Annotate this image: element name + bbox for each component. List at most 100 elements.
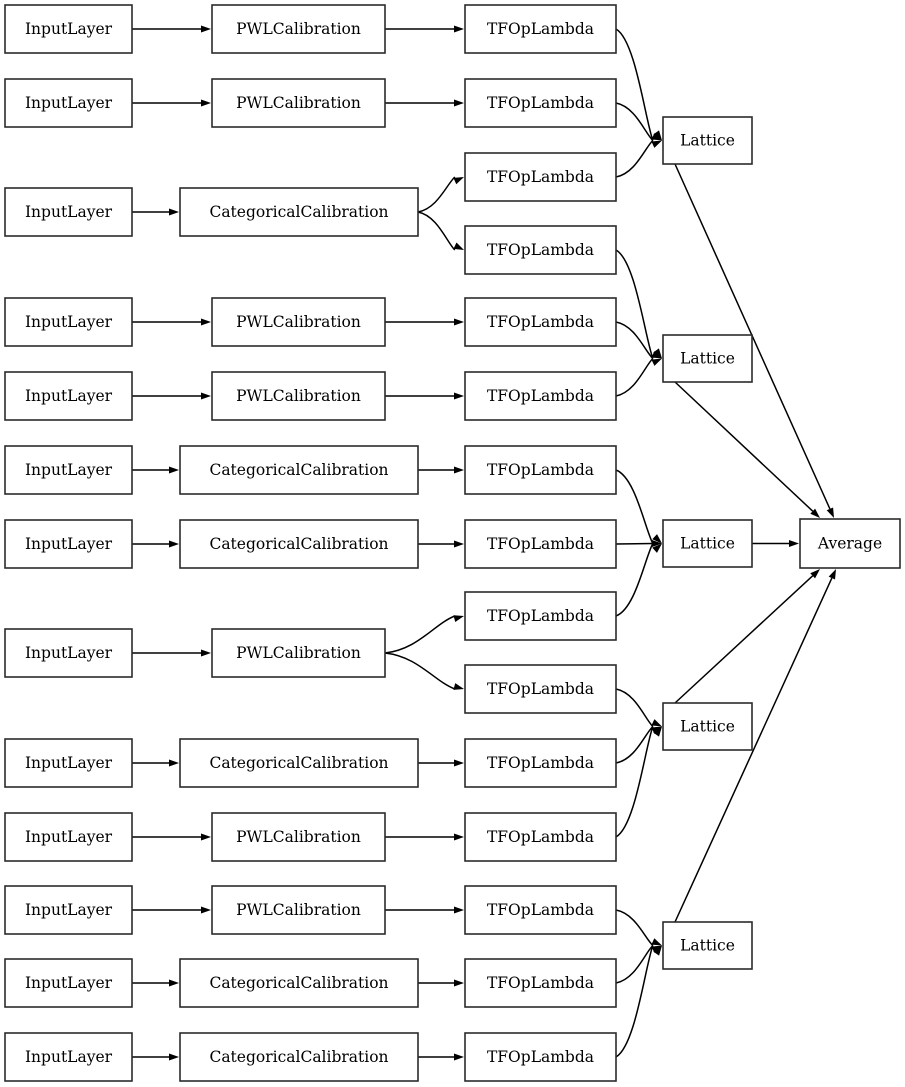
edge-in5-to-cal5: [132, 392, 211, 400]
node-box: [4, 1032, 133, 1082]
node-input-layer-in1[interactable]: InputLayer: [4, 4, 133, 54]
node-input-layer-in11[interactable]: InputLayer: [4, 885, 133, 935]
arrow-head-icon: [789, 540, 799, 547]
node-pwlcalibration-cal10[interactable]: PWLCalibration: [211, 812, 386, 862]
node-input-layer-in8[interactable]: InputLayer: [4, 628, 133, 678]
node-tfop-lambda-op5[interactable]: TFOpLambda: [464, 297, 617, 347]
edge-line: [674, 381, 814, 512]
node-tfop-lambda-op3[interactable]: TFOpLambda: [464, 152, 617, 202]
node-pwlcalibration-cal11[interactable]: PWLCalibration: [211, 885, 386, 935]
edge-line: [615, 28, 654, 141]
node-tfop-lambda-op8[interactable]: TFOpLambda: [464, 519, 617, 569]
edge-in4-to-cal4: [132, 318, 211, 326]
arrow-head-icon: [169, 466, 179, 474]
node-input-layer-in2[interactable]: InputLayer: [4, 78, 133, 128]
node-label: TFOpLambda: [487, 680, 594, 698]
node-lattice-lat5[interactable]: Lattice: [662, 921, 753, 970]
arrow-head-icon: [651, 945, 662, 953]
node-label: InputLayer: [25, 313, 113, 331]
node-box: [464, 885, 617, 935]
edge-op7-to-lat3: [615, 469, 662, 544]
node-input-layer-in9[interactable]: InputLayer: [4, 738, 133, 788]
node-categorical-calibration-cal7[interactable]: CategoricalCalibration: [179, 519, 419, 569]
node-pwlcalibration-cal2[interactable]: PWLCalibration: [211, 78, 386, 128]
node-tfop-lambda-op14[interactable]: TFOpLambda: [464, 958, 617, 1008]
arrow-head-icon: [201, 99, 211, 107]
node-box: [464, 664, 617, 714]
node-tfop-lambda-op1[interactable]: TFOpLambda: [464, 4, 617, 54]
node-label: PWLCalibration: [236, 828, 361, 846]
node-box: [4, 738, 133, 788]
node-tfop-lambda-op2[interactable]: TFOpLambda: [464, 78, 617, 128]
arrow-head-icon: [652, 534, 662, 544]
node-label: PWLCalibration: [236, 94, 361, 112]
edge-cal3-to-op4: [417, 211, 464, 251]
node-lattice-lat1[interactable]: Lattice: [662, 116, 753, 165]
arrow-head-icon: [453, 683, 464, 690]
node-tfop-lambda-op9[interactable]: TFOpLambda: [464, 591, 617, 641]
node-input-layer-in4[interactable]: InputLayer: [4, 297, 133, 347]
edge-cal9-to-op11: [418, 759, 464, 767]
edge-cal1-to-op1: [385, 25, 464, 33]
node-box: [211, 297, 386, 347]
arrow-head-icon: [201, 392, 211, 400]
nodes-layer: InputLayerInputLayerInputLayerInputLayer…: [4, 4, 901, 1082]
arrow-head-icon: [454, 1053, 464, 1061]
node-categorical-calibration-cal13[interactable]: CategoricalCalibration: [179, 1032, 419, 1082]
arrow-head-icon: [653, 726, 662, 737]
arrow-head-icon: [651, 938, 662, 946]
node-tfop-lambda-op10[interactable]: TFOpLambda: [464, 664, 617, 714]
node-input-layer-in3[interactable]: InputLayer: [4, 187, 133, 237]
node-input-layer-in13[interactable]: InputLayer: [4, 1032, 133, 1082]
node-box: [464, 738, 617, 788]
node-label: TFOpLambda: [487, 1048, 594, 1066]
edge-line: [615, 945, 654, 1058]
node-lattice-lat3[interactable]: Lattice: [662, 519, 753, 568]
node-label: InputLayer: [25, 754, 113, 772]
node-tfop-lambda-op11[interactable]: TFOpLambda: [464, 738, 617, 788]
node-box: [464, 78, 617, 128]
edge-line: [384, 652, 456, 690]
node-input-layer-in12[interactable]: InputLayer: [4, 958, 133, 1008]
node-box: [211, 4, 386, 54]
node-tfop-lambda-op7[interactable]: TFOpLambda: [464, 445, 617, 495]
node-tfop-lambda-op13[interactable]: TFOpLambda: [464, 885, 617, 935]
node-box: [4, 958, 133, 1008]
arrow-head-icon: [169, 979, 179, 987]
node-pwlcalibration-cal5[interactable]: PWLCalibration: [211, 371, 386, 421]
node-tfop-lambda-op12[interactable]: TFOpLambda: [464, 812, 617, 862]
edge-cal7-to-op8: [418, 540, 464, 548]
edge-op5-to-lat2: [615, 321, 662, 360]
edge-op14-to-lat5: [615, 944, 662, 984]
node-input-layer-in6[interactable]: InputLayer: [4, 445, 133, 495]
node-box: [662, 921, 753, 970]
node-box: [211, 78, 386, 128]
node-categorical-calibration-cal12[interactable]: CategoricalCalibration: [179, 958, 419, 1008]
edge-op1-to-lat1: [615, 28, 662, 141]
node-pwlcalibration-cal4[interactable]: PWLCalibration: [211, 297, 386, 347]
node-label: TFOpLambda: [487, 828, 594, 846]
edge-cal11-to-op13: [385, 906, 464, 914]
node-categorical-calibration-cal6[interactable]: CategoricalCalibration: [179, 445, 419, 495]
node-tfop-lambda-op4[interactable]: TFOpLambda: [464, 225, 617, 275]
node-input-layer-in5[interactable]: InputLayer: [4, 371, 133, 421]
node-input-layer-in10[interactable]: InputLayer: [4, 812, 133, 862]
node-tfop-lambda-op6[interactable]: TFOpLambda: [464, 371, 617, 421]
edge-line: [417, 176, 456, 213]
node-pwlcalibration-cal8[interactable]: PWLCalibration: [211, 628, 386, 678]
arrow-head-icon: [826, 507, 834, 518]
node-tfop-lambda-op15[interactable]: TFOpLambda: [464, 1032, 617, 1082]
node-label: InputLayer: [25, 94, 113, 112]
arrow-head-icon: [651, 726, 662, 734]
node-categorical-calibration-cal9[interactable]: CategoricalCalibration: [179, 738, 419, 788]
node-box: [662, 702, 753, 751]
node-lattice-lat2[interactable]: Lattice: [662, 334, 753, 383]
node-input-layer-in7[interactable]: InputLayer: [4, 519, 133, 569]
node-box: [464, 152, 617, 202]
node-categorical-calibration-cal3[interactable]: CategoricalCalibration: [179, 187, 419, 237]
arrow-head-icon: [454, 979, 464, 987]
node-pwlcalibration-cal1[interactable]: PWLCalibration: [211, 4, 386, 54]
node-lattice-lat4[interactable]: Lattice: [662, 702, 753, 751]
node-average-avg[interactable]: Average: [799, 518, 901, 569]
arrow-head-icon: [651, 133, 662, 141]
